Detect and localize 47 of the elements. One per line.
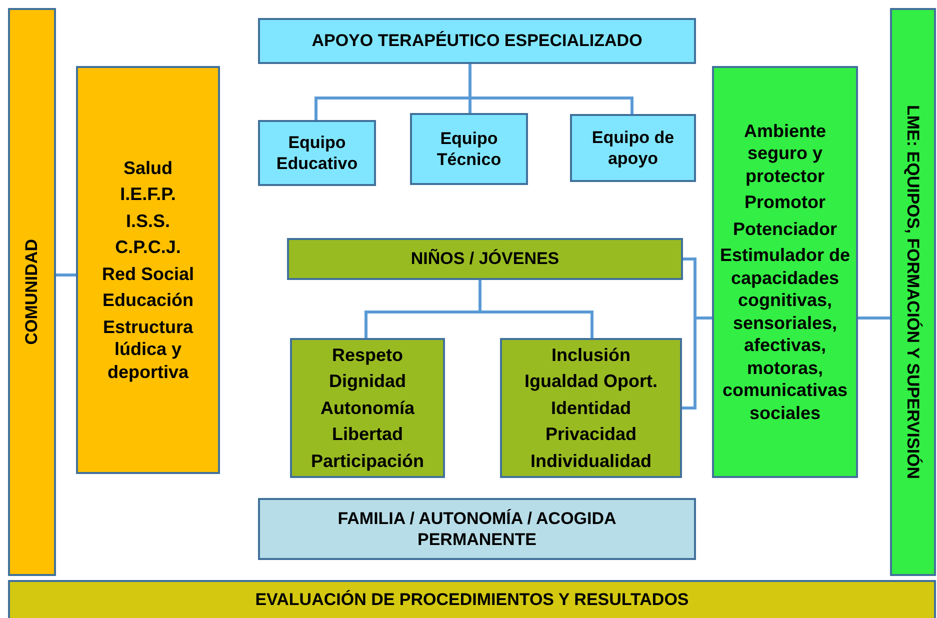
side-band bbox=[8, 8, 56, 576]
values-box bbox=[500, 338, 682, 478]
box-label: Educación bbox=[102, 289, 194, 312]
box-label: Dignidad bbox=[329, 370, 406, 393]
box-label: Libertad bbox=[332, 423, 403, 446]
header-box bbox=[287, 238, 683, 280]
qualities-box bbox=[712, 66, 858, 478]
header-box bbox=[258, 18, 696, 64]
box-label: LME: EQUIPOS, FORMACIÓN Y SUPERVISIÓN bbox=[902, 104, 924, 480]
box-label: Salud bbox=[123, 156, 172, 180]
box-label: I.S.S. bbox=[126, 210, 170, 232]
box-label: Identidad bbox=[551, 396, 631, 420]
box-label: Estimulador de capacidades cognitivas, sensoriales, afectivas, motoras, comunicativas sociales bbox=[719, 244, 851, 424]
team-box bbox=[570, 114, 696, 182]
box-label: EVALUACIÓN DE PROCEDIMIENTOS Y RESULTADOS bbox=[255, 589, 689, 611]
box-label: Respeto bbox=[332, 344, 403, 366]
box-label: Participación bbox=[310, 450, 424, 472]
values-box bbox=[290, 338, 445, 478]
box-label: Individualidad bbox=[530, 450, 652, 472]
box-label: FAMILIA / AUTONOMÍA / ACOGIDA PERMANENTE bbox=[336, 508, 618, 550]
box-label: Promotor bbox=[744, 191, 826, 214]
box-label: Equipo Técnico bbox=[436, 128, 502, 170]
box-label: Equipo Educativo bbox=[275, 132, 359, 174]
box-label: APOYO TERAPÉUTICO ESPECIALIZADO bbox=[312, 30, 642, 52]
connector-line bbox=[858, 316, 890, 320]
team-box bbox=[410, 113, 528, 185]
box-label: Privacidad bbox=[545, 423, 637, 446]
box-label: Ambiente seguro y protector bbox=[742, 120, 827, 188]
connector-line bbox=[56, 274, 76, 276]
bottom-band bbox=[8, 580, 936, 618]
footer-box bbox=[258, 498, 696, 560]
box-label: Red Social bbox=[102, 262, 194, 286]
box-label: Estructura lúdica y deportiva bbox=[102, 316, 194, 384]
box-label: NIÑOS / JÓVENES bbox=[410, 248, 560, 270]
box-label: Equipo de apoyo bbox=[590, 126, 676, 170]
team-box bbox=[258, 120, 376, 186]
category-box bbox=[76, 66, 220, 474]
box-label: C.P.C.J. bbox=[115, 236, 181, 259]
connector-line bbox=[468, 64, 634, 114]
box-label: Potenciador bbox=[732, 218, 838, 240]
box-label: Autonomía bbox=[320, 396, 414, 420]
box-label: I.E.F.P. bbox=[120, 183, 176, 206]
connector-line bbox=[682, 316, 712, 410]
side-band bbox=[890, 8, 936, 576]
box-label: Igualdad Oport. bbox=[524, 370, 658, 393]
box-label: COMUNIDAD bbox=[21, 239, 42, 345]
box-label: Inclusión bbox=[551, 344, 630, 366]
